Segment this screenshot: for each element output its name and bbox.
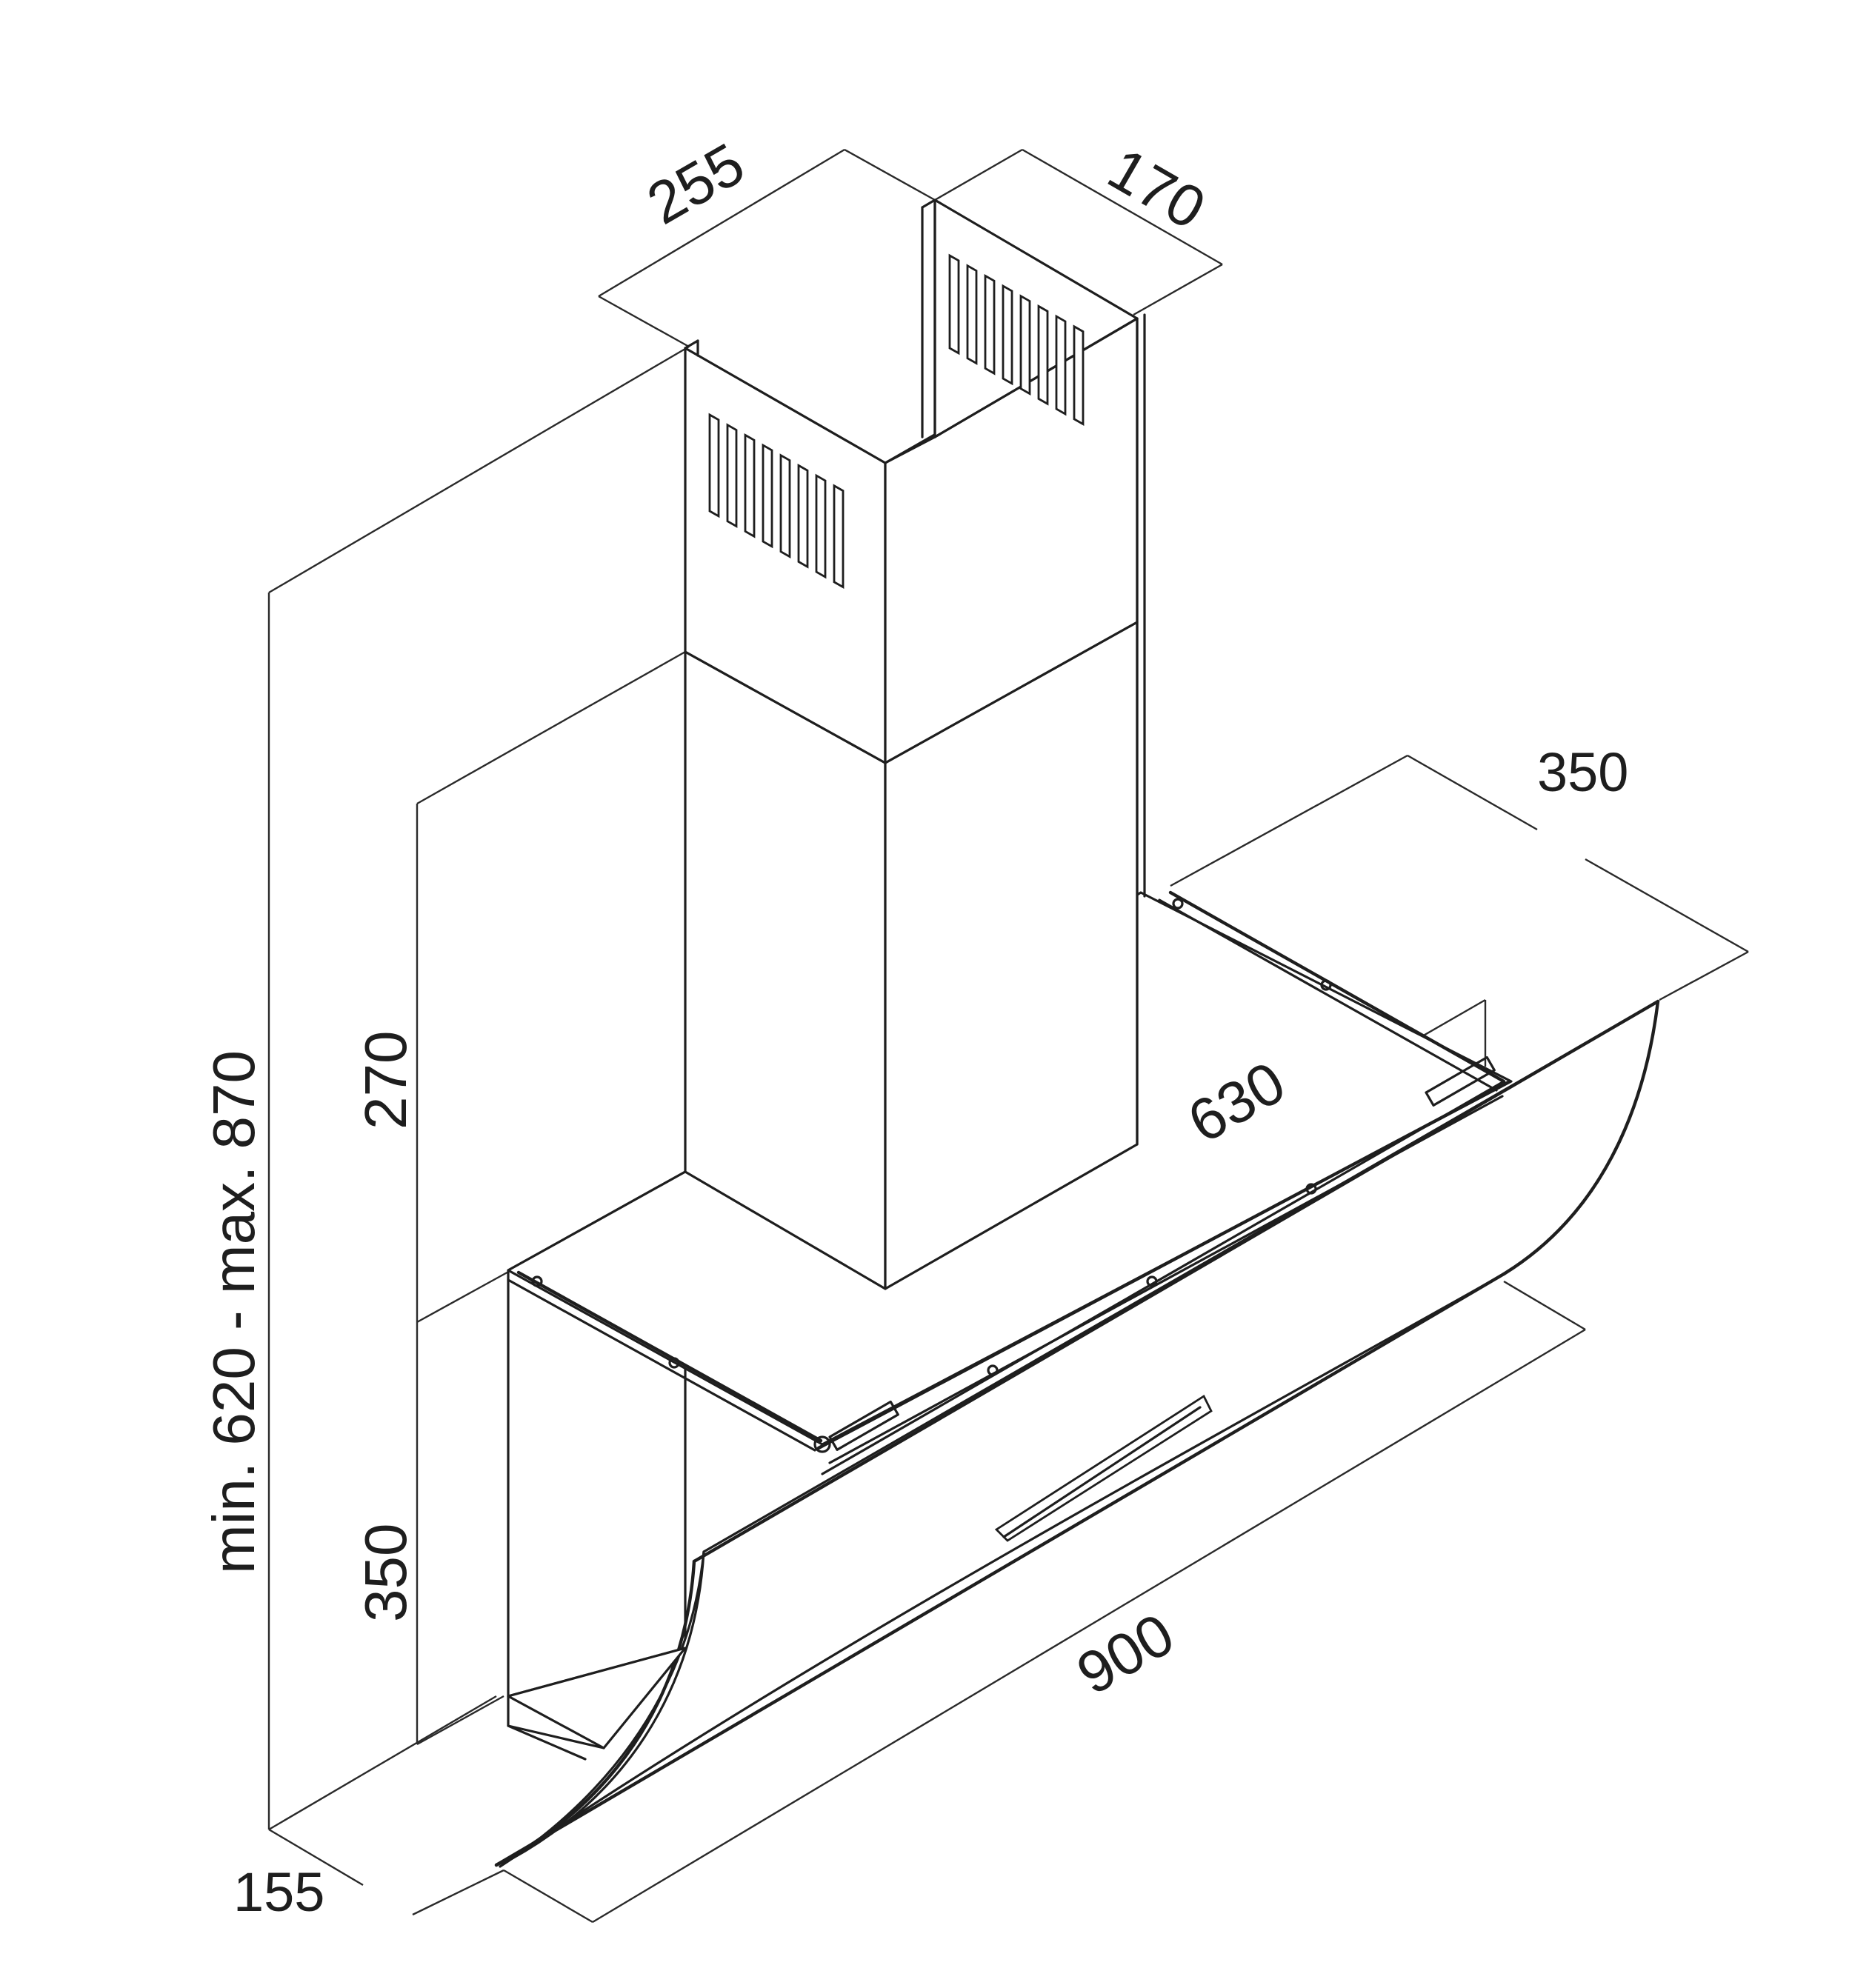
dim-overall-height: min. 620 - max. 870	[201, 1050, 267, 1574]
dim-hood-width: 900	[1066, 1601, 1185, 1707]
vent-slot	[797, 463, 809, 569]
vent-slot	[744, 433, 756, 538]
vent-slot	[762, 443, 773, 549]
chimney	[684, 199, 1146, 1290]
dim-hood-height: 350	[353, 1524, 419, 1622]
vent-slot	[1037, 304, 1049, 406]
vent-slots-front	[708, 413, 845, 590]
vent-slot	[966, 264, 978, 365]
vent-slot	[1002, 284, 1013, 386]
dim-bottom-depth: 155	[233, 1861, 324, 1923]
vent-slot	[815, 473, 827, 579]
dim-hood-depth: 350	[1537, 741, 1628, 803]
vent-slot	[1019, 294, 1031, 396]
vent-slot	[708, 413, 720, 518]
dim-chimney-upper-height: 270	[353, 1031, 419, 1130]
dim-chimney-width: 255	[636, 130, 755, 237]
vent-slots-back	[948, 253, 1085, 427]
vent-slot	[779, 453, 791, 558]
mounting-rails	[507, 890, 1512, 1464]
dim-chimney-depth: 170	[1098, 136, 1216, 242]
vent-slot	[1073, 324, 1085, 427]
vent-slot	[726, 423, 738, 528]
vent-slot	[833, 484, 845, 590]
vent-slot	[1055, 314, 1067, 416]
vent-slot	[984, 273, 996, 376]
vent-slot	[948, 253, 960, 356]
